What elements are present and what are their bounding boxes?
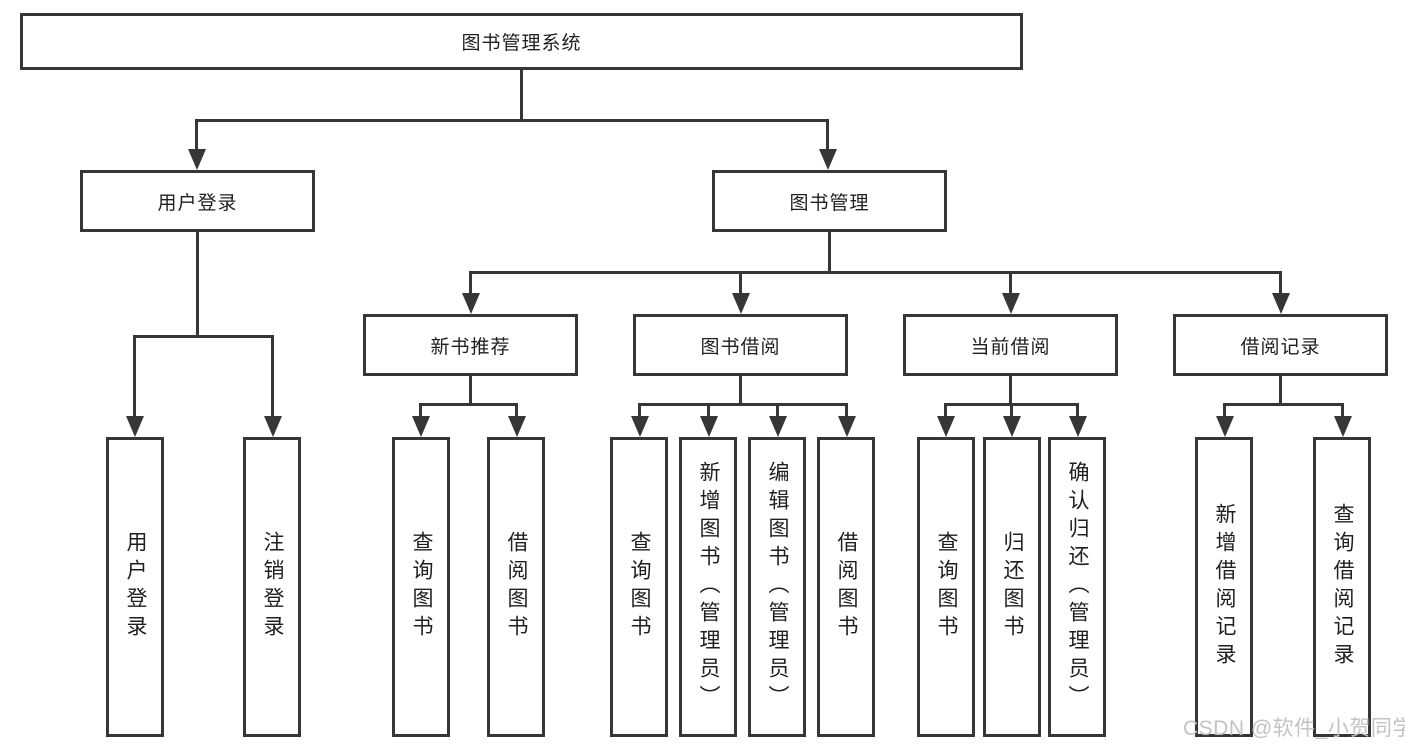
leaf-log-search-record-label: 查询借阅记录 [1331, 503, 1354, 671]
connector-vline [469, 271, 472, 294]
connector-vline [638, 403, 641, 417]
connector-vline [515, 403, 518, 417]
connector-vline [271, 335, 274, 416]
connector-vline [133, 335, 136, 416]
connector-vline [1009, 271, 1012, 294]
connector-vline [1279, 271, 1282, 294]
connector-vline [826, 119, 829, 151]
connector-hline [133, 335, 274, 338]
leaf-rec-search-book: 查询图书 [392, 437, 450, 737]
node-root: 图书管理系统 [20, 13, 1023, 70]
leaf-bor-add-book-admin-label: 新增图书（管理员） [697, 461, 720, 713]
connector-hline [469, 271, 1282, 274]
connector-vline [776, 403, 779, 417]
leaf-log-search-record: 查询借阅记录 [1313, 437, 1371, 737]
connector-vline [1223, 403, 1226, 417]
node-book-borrowing: 图书借阅 [633, 314, 848, 376]
connector-hline [419, 403, 518, 406]
node-new-book-recommend-label: 新书推荐 [430, 336, 511, 358]
node-current-borrowing-label: 当前借阅 [970, 336, 1051, 358]
node-borrowing-records: 借阅记录 [1173, 314, 1388, 376]
arrowhead-down [1069, 416, 1087, 437]
leaf-bor-borrow-book-label: 借阅图书 [835, 531, 858, 643]
node-book-management-label: 图书管理 [789, 192, 870, 214]
connector-vline [469, 376, 472, 406]
node-book-management: 图书管理 [712, 170, 947, 232]
leaf-logout: 注销登录 [243, 437, 301, 737]
leaf-logout-label: 注销登录 [261, 531, 284, 643]
arrowhead-down [508, 416, 526, 437]
connector-vline [1009, 376, 1012, 406]
arrowhead-down [838, 416, 856, 437]
arrowhead-down [1003, 416, 1021, 437]
connector-vline [1279, 376, 1282, 406]
connector-vline [1010, 403, 1013, 417]
arrowhead-down [732, 293, 750, 314]
arrowhead-down [1272, 293, 1290, 314]
leaf-cur-confirm-return-admin-label: 确认归还（管理员） [1066, 461, 1089, 713]
node-user-login: 用户登录 [80, 170, 315, 232]
arrowhead-down [700, 416, 718, 437]
leaf-rec-borrow-book-label: 借阅图书 [505, 531, 528, 643]
leaf-cur-search-book-label: 查询图书 [935, 531, 958, 643]
connector-vline [828, 232, 831, 274]
connector-vline [707, 403, 710, 417]
connector-vline [195, 119, 198, 151]
arrowhead-down [769, 416, 787, 437]
leaf-rec-borrow-book: 借阅图书 [487, 437, 545, 737]
leaf-user-login-label: 用户登录 [124, 531, 147, 643]
node-root-label: 图书管理系统 [461, 33, 582, 54]
leaf-log-add-record: 新增借阅记录 [1195, 437, 1253, 737]
leaf-log-add-record-label: 新增借阅记录 [1213, 503, 1236, 671]
connector-hline [638, 403, 847, 406]
connector-vline [1341, 403, 1344, 417]
leaf-bor-borrow-book: 借阅图书 [817, 437, 875, 737]
arrowhead-down [1002, 293, 1020, 314]
leaf-cur-return-book-label: 归还图书 [1001, 531, 1024, 643]
arrowhead-down [1334, 416, 1352, 437]
arrowhead-down [412, 416, 430, 437]
connector-vline [520, 70, 523, 120]
node-book-borrowing-label: 图书借阅 [700, 336, 781, 358]
connector-vline [739, 271, 742, 294]
arrowhead-down [1216, 416, 1234, 437]
node-current-borrowing: 当前借阅 [903, 314, 1118, 376]
leaf-bor-edit-book-admin-label: 编辑图书（管理员） [766, 461, 789, 713]
arrowhead-down [937, 416, 955, 437]
arrowhead-down [819, 149, 837, 170]
arrowhead-down [264, 416, 282, 437]
arrowhead-down [126, 416, 144, 437]
leaf-rec-search-book-label: 查询图书 [410, 531, 433, 643]
node-new-book-recommend: 新书推荐 [363, 314, 578, 376]
connector-vline [419, 403, 422, 417]
connector-hline [195, 119, 829, 122]
connector-vline [196, 232, 199, 338]
node-user-login-label: 用户登录 [157, 192, 238, 214]
leaf-bor-search-book-label: 查询图书 [628, 531, 651, 643]
arrowhead-down [631, 416, 649, 437]
csdn-watermark: CSDN @软件_小贺同学 [1183, 717, 1405, 740]
leaf-bor-search-book: 查询图书 [610, 437, 668, 737]
connector-vline [845, 403, 848, 417]
leaf-bor-add-book-admin: 新增图书（管理员） [679, 437, 737, 737]
leaf-cur-search-book: 查询图书 [917, 437, 975, 737]
leaf-cur-confirm-return-admin: 确认归还（管理员） [1048, 437, 1106, 737]
leaf-bor-edit-book-admin: 编辑图书（管理员） [748, 437, 806, 737]
connector-vline [739, 376, 742, 406]
arrowhead-down [188, 149, 206, 170]
connector-vline [944, 403, 947, 417]
connector-hline [1223, 403, 1344, 406]
connector-vline [1076, 403, 1079, 417]
node-borrowing-records-label: 借阅记录 [1240, 336, 1321, 358]
arrowhead-down [462, 293, 480, 314]
leaf-user-login: 用户登录 [106, 437, 164, 737]
leaf-cur-return-book: 归还图书 [983, 437, 1041, 737]
